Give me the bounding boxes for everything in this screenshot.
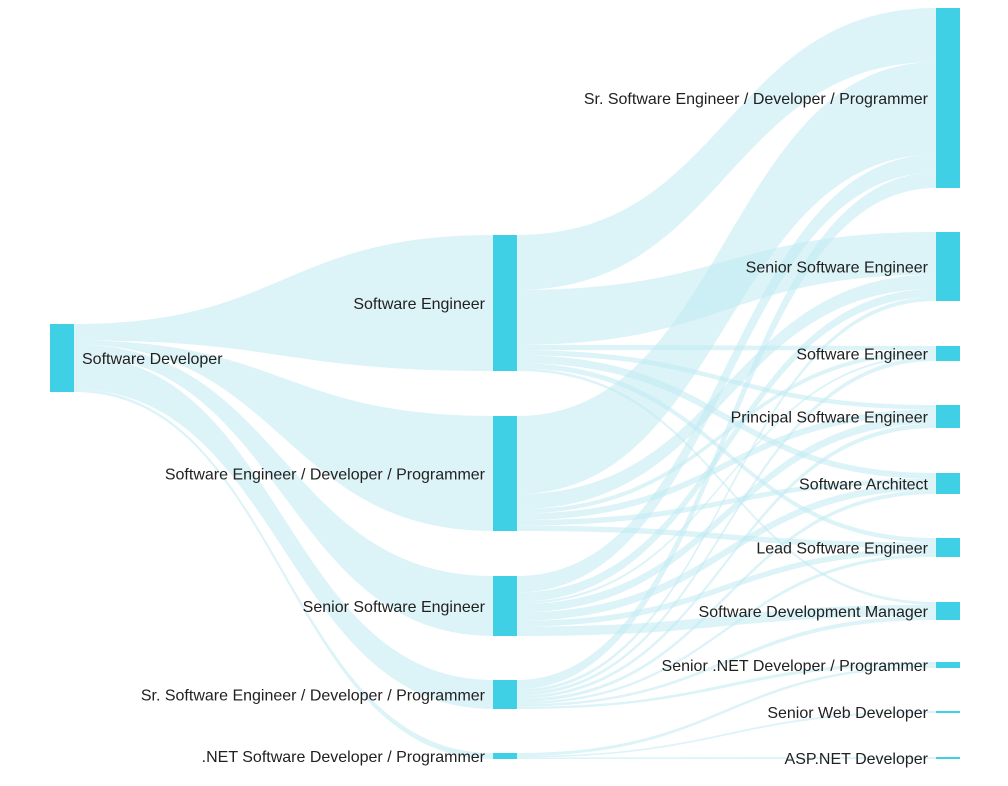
link-b3-to-c3[interactable] (517, 423, 936, 699)
link-b3-to-c6[interactable] (517, 615, 936, 707)
link-b2-to-c3[interactable] (517, 415, 936, 613)
link-b0-to-c0[interactable] (517, 8, 936, 290)
node-c8[interactable] (936, 711, 960, 713)
label-b3: Sr. Software Engineer / Developer / Prog… (141, 688, 486, 705)
node-c5[interactable] (936, 538, 960, 557)
label-c6: Software Development Manager (699, 604, 929, 621)
label-b0: Software Engineer (353, 296, 485, 313)
link-b4-to-c7[interactable] (517, 665, 936, 756)
node-c2[interactable] (936, 346, 960, 361)
node-c4[interactable] (936, 473, 960, 494)
link-b1-to-c0[interactable] (517, 62, 936, 495)
node-b0[interactable] (493, 235, 517, 371)
label-c4: Software Architect (799, 477, 929, 494)
label-c7: Senior .NET Developer / Programmer (662, 658, 929, 675)
link-b0-to-c4[interactable] (517, 355, 936, 479)
node-b4[interactable] (493, 753, 517, 759)
node-c3[interactable] (936, 405, 960, 428)
label-a0: Software Developer (82, 351, 223, 368)
node-a0[interactable] (50, 324, 74, 392)
link-a0-to-b1[interactable] (74, 340, 493, 531)
link-a0-to-b3[interactable] (74, 355, 493, 709)
link-b3-to-c1[interactable] (517, 296, 936, 693)
label-c9: ASP.NET Developer (785, 751, 929, 768)
node-b1[interactable] (493, 416, 517, 531)
link-b1-to-c5[interactable] (517, 525, 936, 549)
link-b3-to-c4[interactable] (517, 490, 936, 702)
link-b3-to-c7[interactable] (517, 662, 936, 709)
link-b2-to-c1[interactable] (517, 288, 936, 602)
link-b1-to-c4[interactable] (517, 478, 936, 526)
label-b1: Software Engineer / Developer / Programm… (165, 467, 486, 484)
link-b3-to-c0[interactable] (517, 172, 936, 690)
label-c8: Senior Web Developer (767, 705, 928, 722)
link-b2-to-c4[interactable] (517, 483, 936, 621)
label-c3: Principal Software Engineer (731, 410, 929, 427)
link-b1-to-c3[interactable] (517, 409, 936, 521)
label-c5: Lead Software Engineer (756, 541, 928, 558)
node-c0[interactable] (936, 8, 960, 188)
link-b2-to-c0[interactable] (517, 154, 936, 593)
node-c7[interactable] (936, 662, 960, 668)
link-a0-to-b2[interactable] (74, 344, 493, 636)
link-b1-to-c1[interactable] (517, 274, 936, 510)
link-a0-to-b0[interactable] (74, 235, 493, 371)
link-b2-to-c5[interactable] (517, 548, 936, 627)
label-b2: Senior Software Engineer (303, 599, 486, 616)
link-b0-to-c5[interactable] (517, 363, 936, 543)
link-b0-to-c6[interactable] (517, 368, 936, 605)
label-b4: .NET Software Developer / Programmer (202, 749, 486, 766)
sankey-nodes (50, 8, 960, 759)
link-b3-to-c2[interactable] (517, 356, 936, 696)
sankey-links (74, 8, 936, 759)
label-c2: Software Engineer (796, 347, 928, 364)
link-b4-to-c9[interactable] (517, 757, 936, 759)
node-c9[interactable] (936, 757, 960, 759)
node-b3[interactable] (493, 680, 517, 709)
link-a0-to-b4[interactable] (74, 389, 493, 759)
node-c1[interactable] (936, 232, 960, 301)
link-b3-to-c5[interactable] (517, 553, 936, 705)
label-c0: Sr. Software Engineer / Developer / Prog… (584, 91, 929, 108)
link-b0-to-c2[interactable] (517, 344, 936, 351)
link-b2-to-c2[interactable] (517, 354, 936, 605)
node-b2[interactable] (493, 576, 517, 636)
link-b4-to-c8[interactable] (517, 711, 936, 758)
node-c6[interactable] (936, 602, 960, 620)
label-c1: Senior Software Engineer (746, 260, 929, 277)
